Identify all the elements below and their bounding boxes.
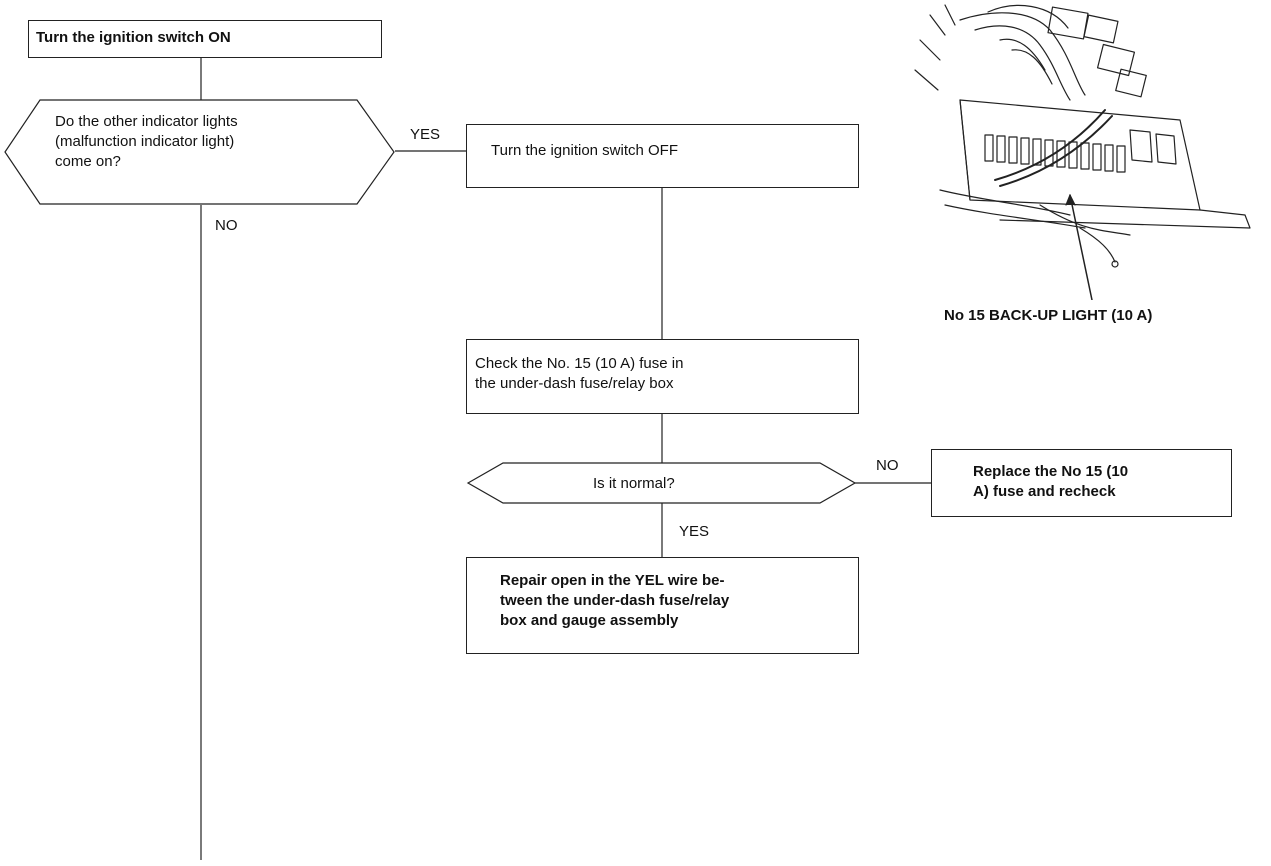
decision-indicator-shape (4, 99, 395, 205)
no-label-normal: NO (876, 457, 899, 474)
turn-off-text: Turn the ignition switch OFF (491, 142, 679, 159)
repair-line-3: box and gauge assembly (500, 612, 679, 629)
decision-normal-shape (466, 462, 857, 504)
repair-line-1: Repair open in the YEL wire be- (500, 572, 725, 589)
replace-fuse-line-1: Replace the No 15 (10 (973, 463, 1129, 480)
decision-normal-text: Is it normal? (593, 475, 675, 492)
yes-label-normal: YES (679, 523, 710, 540)
yes-label-indicator: YES (410, 126, 441, 143)
decision-indicator-line-2: (malfunction indicator light) (55, 133, 235, 150)
decision-indicator-line-1: Do the other indicator lights (55, 113, 238, 130)
no-label-indicator: NO (215, 217, 238, 234)
repair-box (466, 557, 859, 654)
start-text: Turn the ignition switch ON (36, 29, 231, 46)
replace-fuse-box (931, 449, 1232, 517)
repair-line-2: tween the under-dash fuse/relay (500, 592, 730, 609)
fuse-relay-box-illustration (914, 4, 1251, 300)
check-fuse-line-1: Check the No. 15 (10 A) fuse in (475, 355, 684, 372)
turn-off-box (466, 124, 859, 188)
figure-caption: No 15 BACK-UP LIGHT (10 A) (944, 307, 1153, 324)
replace-fuse-line-2: A) fuse and recheck (973, 483, 1116, 500)
check-fuse-line-2: the under-dash fuse/relay box (475, 375, 674, 392)
check-fuse-box (466, 339, 859, 414)
decision-indicator-line-3: come on? (55, 153, 121, 170)
start-box (28, 20, 382, 58)
